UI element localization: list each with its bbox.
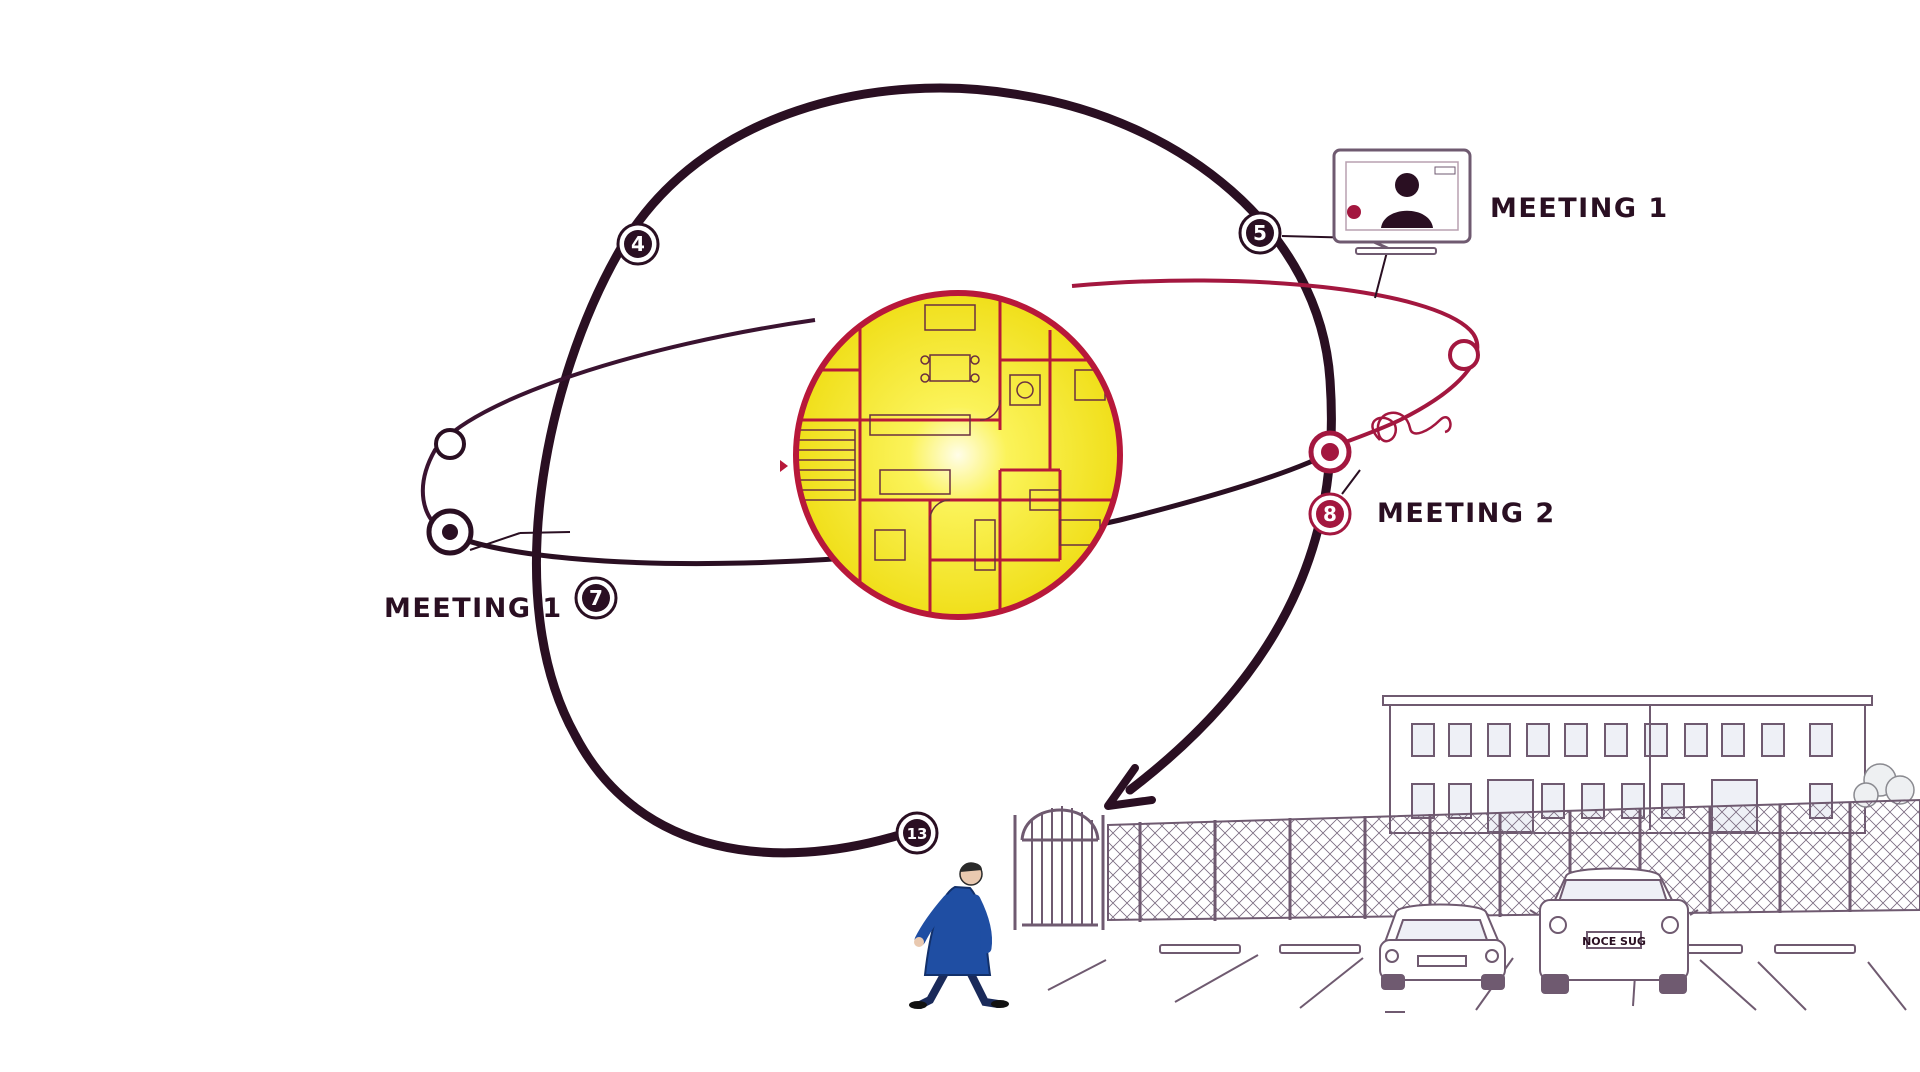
endpoint-node-target-right[interactable] [1308, 430, 1352, 474]
leader-line-right [1341, 469, 1361, 495]
license-plate: NOCE SUG [1582, 935, 1646, 948]
node-7[interactable]: 7 [574, 576, 618, 620]
main-orbit-arrowhead [1104, 764, 1156, 810]
node-13[interactable]: 13 [895, 811, 939, 855]
gate-icon [1013, 806, 1105, 930]
node-8[interactable]: 8 [1308, 492, 1352, 536]
endpoint-node-hollow-right[interactable] [1448, 339, 1480, 371]
secondary-orbit-left [421, 318, 816, 536]
node-4-label: 4 [631, 232, 645, 256]
squiggle [1371, 411, 1452, 443]
leader-line-left-2 [519, 531, 571, 534]
node-7-label: 7 [589, 586, 603, 610]
node-13-label: 13 [907, 825, 928, 843]
node-5[interactable]: 5 [1238, 211, 1282, 255]
label-meeting-2: MEETING 2 [1377, 498, 1556, 529]
label-meeting-1-left: MEETING 1 [384, 593, 563, 624]
node-4[interactable]: 4 [616, 222, 660, 266]
leader-line-left [469, 532, 521, 551]
endpoint-node-target-left[interactable] [426, 508, 474, 556]
node-8-label: 8 [1323, 502, 1337, 526]
endpoint-node-hollow-left[interactable] [434, 428, 466, 460]
secondary-orbit-top [1071, 278, 1480, 450]
label-meeting-1-top: MEETING 1 [1490, 193, 1669, 224]
floor-plan [780, 290, 1123, 620]
node-5-label: 5 [1253, 221, 1267, 245]
suv-icon: NOCE SUG [1529, 867, 1699, 994]
video-call-monitor-icon [1332, 148, 1472, 255]
walking-person-icon [909, 862, 1009, 1009]
fence [1107, 798, 1920, 922]
car-icon [1379, 903, 1506, 990]
leader-line-monitor-2 [1374, 247, 1389, 299]
